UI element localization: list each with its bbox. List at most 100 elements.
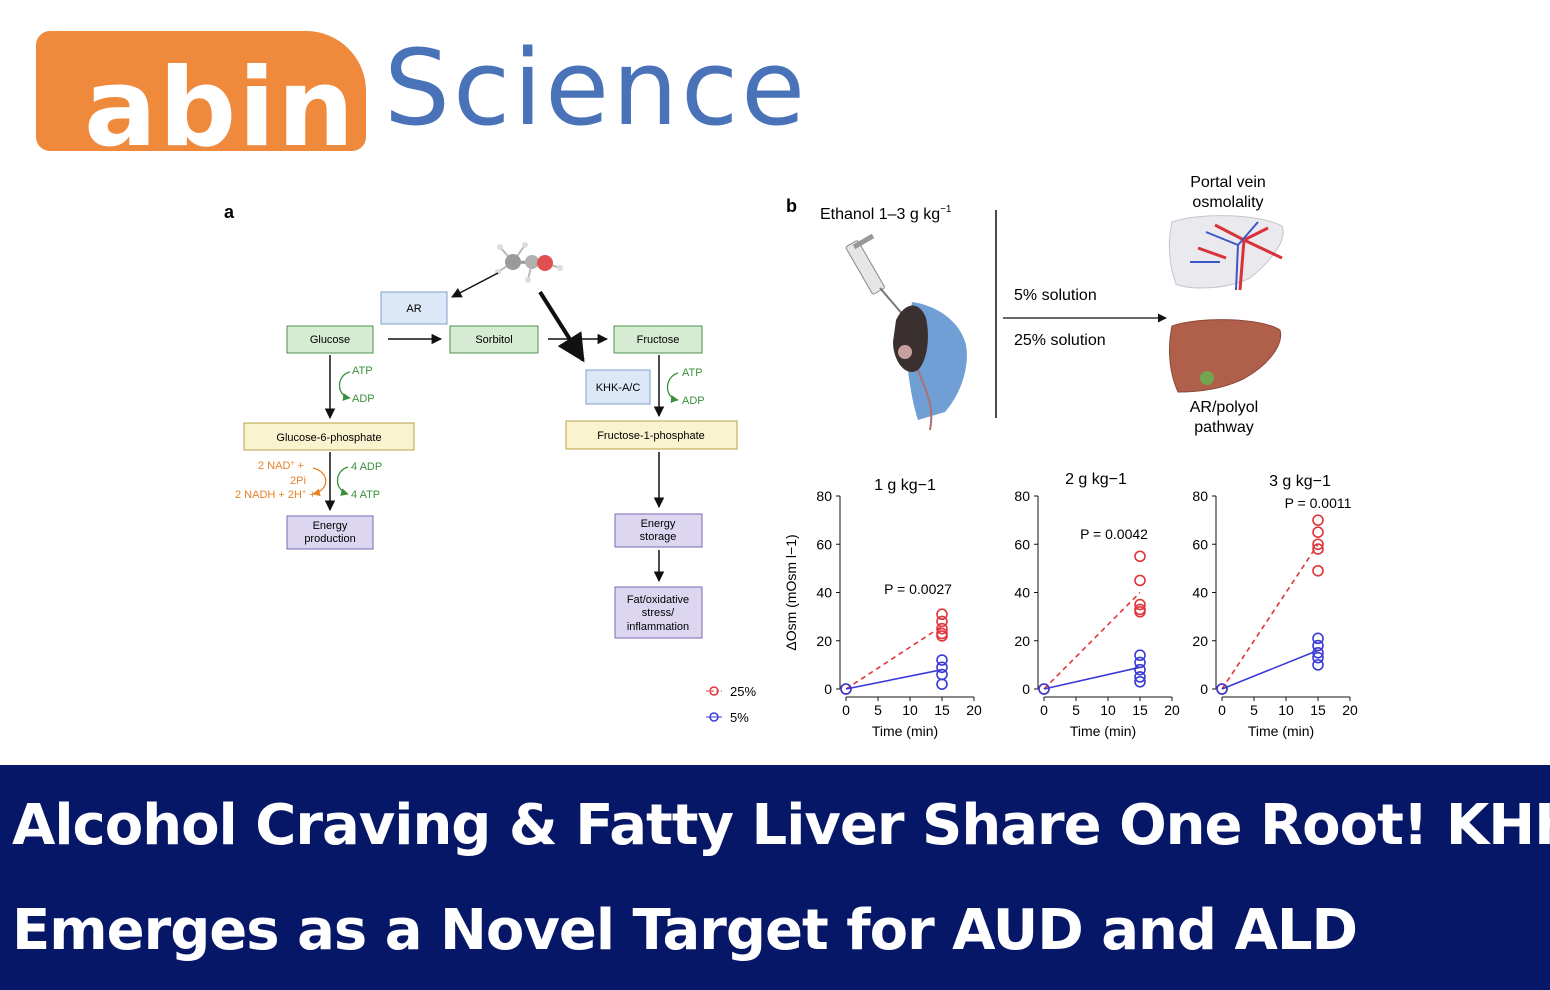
brand-science-word: Science bbox=[384, 27, 809, 149]
chart3-y-tick-label: 60 bbox=[1192, 536, 1208, 552]
chart2-x-tick-label: 15 bbox=[1132, 702, 1148, 718]
chart1-y-tick-label: 20 bbox=[816, 633, 832, 649]
nad-label: 2 NAD+ + bbox=[258, 460, 304, 472]
adp-label-2: ADP bbox=[682, 395, 705, 407]
pi-label: 2Pi bbox=[290, 475, 306, 487]
node-energy-production-line2: production bbox=[304, 533, 355, 545]
chart1-x-axis-label: Time (min) bbox=[872, 723, 938, 739]
ethanol-dose-label: Ethanol 1–3 g kg−1 bbox=[820, 204, 952, 223]
chart3-x-tick-label: 5 bbox=[1250, 702, 1258, 718]
liver-vessels-icon bbox=[1168, 215, 1284, 291]
panel-b-label: b bbox=[786, 196, 797, 216]
chart3-series-2-fit-line bbox=[1221, 649, 1319, 690]
adp-label-1: ADP bbox=[352, 393, 375, 405]
chart3-y-tick-label: 40 bbox=[1192, 585, 1208, 601]
chart2-p-value: P = 0.0042 bbox=[1080, 526, 1148, 542]
node-g6p-label: Glucose-6-phosphate bbox=[276, 432, 381, 444]
headline-banner bbox=[0, 765, 1550, 990]
chart2-x-tick-label: 0 bbox=[1040, 702, 1048, 718]
chart2-y-tick-label: 80 bbox=[1014, 488, 1030, 504]
chart1-series-2-point bbox=[936, 678, 948, 690]
atp-label-1: ATP bbox=[352, 365, 373, 377]
chart1-p-value: P = 0.0027 bbox=[884, 581, 952, 597]
chart1-series-1-fit-line bbox=[845, 625, 943, 690]
node-energy-production: Energy production bbox=[286, 515, 374, 550]
chart3-x-axis-label: Time (min) bbox=[1248, 723, 1314, 739]
chart1-series-2-point bbox=[840, 683, 852, 695]
nad-curve bbox=[312, 467, 327, 497]
chart3-y-tick-label: 0 bbox=[1200, 681, 1208, 697]
chart3-x-tick-label: 15 bbox=[1310, 702, 1326, 718]
chart2-title: 2 g kg−1 bbox=[1065, 471, 1127, 488]
chart2-series-1-point bbox=[1134, 550, 1146, 563]
node-glucose-label: Glucose bbox=[310, 334, 350, 346]
ethanol-molecule-icon bbox=[495, 242, 563, 283]
chart2-y-tick-label: 20 bbox=[1014, 633, 1030, 649]
node-f1p: Fructose-1-phosphate bbox=[565, 420, 738, 450]
chart3-series-1-fit-line bbox=[1221, 543, 1319, 690]
chart2-y-tick-label: 0 bbox=[1022, 681, 1030, 697]
chart1-series-1-point bbox=[936, 630, 948, 642]
solution-5-label: 5% solution bbox=[1014, 287, 1097, 304]
chart3-p-value: P = 0.0011 bbox=[1285, 495, 1352, 511]
chart3-x-tick-label: 10 bbox=[1278, 702, 1294, 718]
chart2-y-tick-label: 60 bbox=[1014, 536, 1030, 552]
chart3-series-2-point bbox=[1312, 659, 1324, 671]
chart3-series-2-point bbox=[1312, 632, 1324, 645]
legend: 25% 5% bbox=[706, 684, 756, 725]
chart1-series-1-point bbox=[936, 608, 948, 621]
chart3-series-2-point bbox=[1312, 639, 1324, 652]
mouse-in-hand-icon bbox=[893, 302, 967, 431]
node-khk: KHK-A/C bbox=[585, 369, 651, 405]
legend-25-marker bbox=[709, 686, 719, 696]
chart2-series-2-fit-line bbox=[1043, 666, 1141, 690]
chart1-x-tick-label: 10 bbox=[902, 702, 918, 718]
node-energy-storage: Energy storage bbox=[614, 513, 703, 548]
chart2-x-tick-label: 5 bbox=[1072, 702, 1080, 718]
ar-polyol-label-line2: pathway bbox=[1194, 419, 1254, 436]
chart1-x-tick-label: 5 bbox=[874, 702, 882, 718]
headline-line-2: Emerges as a Novel Target for AUD and AL… bbox=[12, 898, 1358, 963]
node-fat-line2: stress/ bbox=[642, 607, 675, 619]
panel-a-label: a bbox=[224, 202, 235, 222]
node-energy-storage-line2: storage bbox=[640, 531, 677, 543]
brand-logo-text: abin bbox=[84, 46, 357, 171]
chart3-series-2-point bbox=[1312, 651, 1324, 664]
chart3-series-1-point bbox=[1312, 514, 1324, 526]
chart1-y-tick-label: 40 bbox=[816, 585, 832, 601]
chart2-y-tick-label: 40 bbox=[1014, 585, 1030, 601]
chart3-y-tick-label: 20 bbox=[1192, 633, 1208, 649]
node-fat-stress: Fat/oxidative stress/ inflammation bbox=[614, 586, 703, 639]
node-g6p: Glucose-6-phosphate bbox=[243, 422, 415, 451]
chart1-x-tick-label: 20 bbox=[966, 702, 982, 718]
chart2-x-tick-label: 20 bbox=[1164, 702, 1180, 718]
solution-25-label: 25% solution bbox=[1014, 332, 1106, 349]
chart2-series-1-point bbox=[1134, 598, 1146, 611]
chart2-series-2-point bbox=[1134, 663, 1146, 676]
chart2-x-axis-label: Time (min) bbox=[1070, 723, 1136, 739]
chart1-y-axis-label: ΔOsm (mOsm l−1) bbox=[783, 534, 799, 650]
chart2-series-2-point bbox=[1134, 649, 1146, 662]
atp4-label: 4 ATP bbox=[351, 489, 380, 501]
chart1-series-2-point bbox=[936, 661, 948, 674]
chart3-title: 3 g kg−1 bbox=[1269, 473, 1331, 490]
atp-adp-curve-glucose bbox=[338, 371, 351, 401]
node-fat-line3: inflammation bbox=[627, 621, 689, 633]
portal-vein-label-line2: osmolality bbox=[1192, 194, 1263, 211]
chart2-x-tick-label: 10 bbox=[1100, 702, 1116, 718]
node-fructose: Fructose bbox=[613, 325, 703, 354]
chart2-series-1-point bbox=[1134, 574, 1146, 587]
figure: a ATP ADP ATP ADP 2 NAD+ + 2Pi 2 NADH + … bbox=[224, 174, 1358, 739]
node-energy-storage-line1: Energy bbox=[641, 518, 676, 530]
chart3-y-tick-label: 80 bbox=[1192, 488, 1208, 504]
headline-line-1: Alcohol Craving & Fatty Liver Share One … bbox=[12, 793, 1550, 858]
node-fat-line1: Fat/oxidative bbox=[627, 594, 689, 606]
node-ar: AR bbox=[380, 291, 448, 325]
chart2-series-2-point bbox=[1038, 683, 1050, 695]
atp-adp-curve-fructose bbox=[666, 372, 679, 403]
chart3-series-1-point bbox=[1312, 543, 1324, 555]
chart1-y-tick-label: 60 bbox=[816, 536, 832, 552]
node-energy-production-line1: Energy bbox=[313, 520, 348, 532]
chart1-series-2-point bbox=[936, 654, 948, 666]
